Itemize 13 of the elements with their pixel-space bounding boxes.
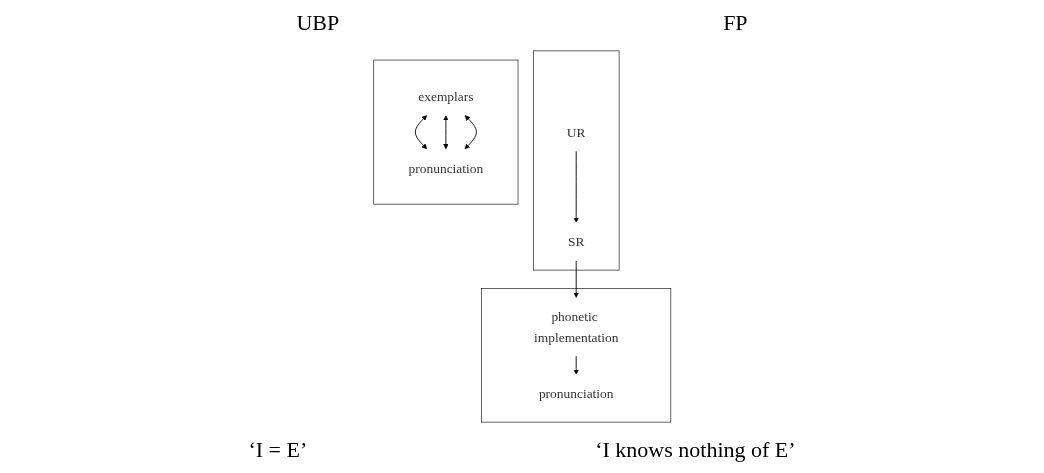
node-text: phonetic implementation	[533, 309, 619, 345]
cluster	[480, 288, 671, 423]
node-text: pronunciation	[538, 386, 614, 402]
cluster	[532, 50, 620, 271]
cluster	[373, 59, 519, 205]
node-text: UR	[566, 124, 586, 140]
caption-text: ‘I = E’	[248, 437, 308, 463]
column-heading: UBP	[296, 10, 340, 36]
caption-text: ‘I knows nothing of E’	[595, 437, 796, 463]
column-heading: FP	[723, 10, 748, 36]
node-text: pronunciation	[408, 160, 483, 176]
node-text: exemplars	[417, 88, 474, 104]
node-text: SR	[567, 234, 585, 250]
